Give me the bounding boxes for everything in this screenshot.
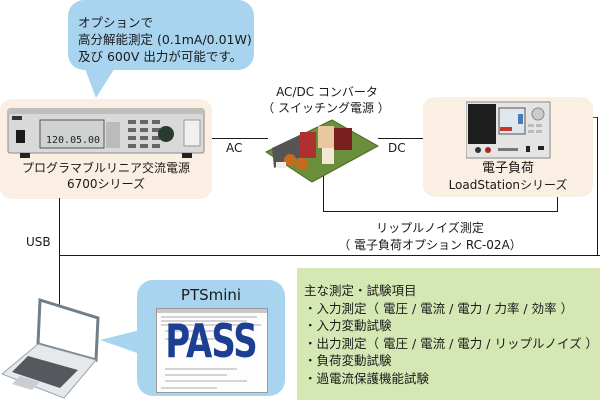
ripple-title: リップルノイズ測定	[376, 221, 484, 235]
test-items-list: 主な測定・試験項目 ・入力測定（ 電圧 / 電流 / 電力 / 力率 / 効率 …	[304, 282, 598, 387]
ac-line	[212, 138, 268, 139]
test-item: ・過電流保護機能試験	[304, 370, 430, 386]
test-item: ・出力測定（ 電圧 / 電流 / 電力 / リップルノイズ ）	[304, 335, 599, 351]
pass-result: PASS	[165, 315, 258, 369]
ac-source-device-icon: 120.0 5.00	[7, 108, 205, 158]
test-items-box	[297, 268, 600, 400]
ripple-line-left	[323, 170, 324, 212]
ripple-subtitle: （ 電子負荷オプション RC-02A）	[338, 238, 522, 252]
converter-title: AC/DC コンバータ	[276, 85, 378, 99]
ac-display-voltage: 120.0	[46, 135, 76, 146]
option-callout	[68, 0, 254, 70]
report-lines-icon	[157, 309, 267, 389]
ripple-line-bottom	[323, 211, 558, 212]
option-callout-tail	[84, 66, 116, 98]
ac-label: AC	[226, 141, 243, 155]
ptsmini-title: PTSmini	[180, 286, 242, 304]
ac-source-name: プログラマブルリニア交流電源	[21, 161, 190, 175]
test-item: ・入力測定（ 電圧 / 電流 / 電力 / 力率 / 効率 ）	[304, 300, 574, 316]
usb-line-vertical	[59, 198, 60, 310]
ac-source-series: 6700シリーズ	[67, 177, 145, 191]
load-sense-line-right	[597, 117, 598, 256]
ptsmini-screenshot	[156, 308, 268, 393]
usb-line-horizontal	[59, 255, 600, 256]
option-callout-text: オプションで 高分解能測定 (0.1mA/0.01W) 及び 600V 出力が可…	[78, 15, 252, 64]
test-items-heading: 主な測定・試験項目	[304, 283, 417, 298]
test-item: ・入力変動試験	[304, 318, 392, 333]
dc-label: DC	[388, 141, 406, 155]
pts-callout-tail	[100, 330, 140, 354]
ac-display-current: 5.00	[76, 135, 100, 146]
laptop-icon	[1, 298, 100, 399]
load-series: LoadStationシリーズ	[448, 178, 568, 192]
test-item: ・負荷変動試験	[304, 353, 392, 368]
electronic-load-device-icon	[466, 101, 551, 159]
load-name: 電子負荷	[481, 161, 534, 176]
converter-subtitle: （ スイッチング電源 ）	[262, 101, 390, 115]
usb-label: USB	[26, 235, 51, 249]
ac-dc-converter-icon	[264, 119, 380, 183]
